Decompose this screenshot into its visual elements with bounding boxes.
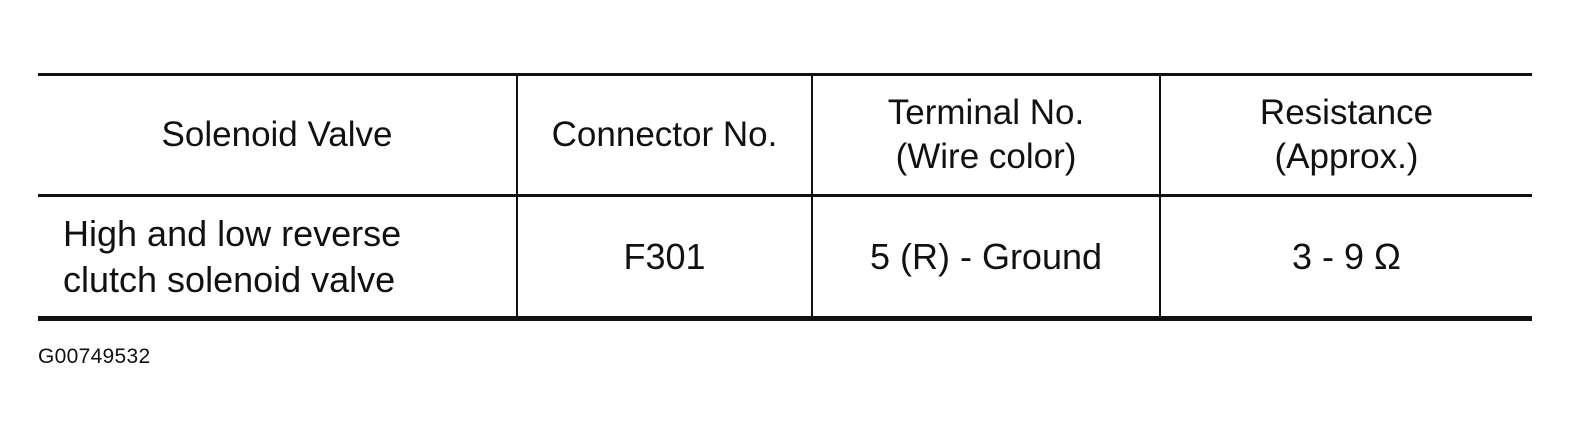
cell-terminal-no: 5 (R) - Ground xyxy=(811,195,1160,321)
header-connector-no: Connector No. xyxy=(516,73,812,197)
figure-code: G00749532 xyxy=(38,345,151,368)
table-row: High and low reverse clutch solenoid val… xyxy=(38,195,1532,321)
connector-no-value: F301 xyxy=(623,235,706,277)
cell-resistance: 3 - 9 Ω xyxy=(1159,195,1532,321)
header-resistance-label: Resistance (Approx.) xyxy=(1259,93,1434,176)
header-connector-no-label: Connector No. xyxy=(551,115,778,154)
cell-solenoid-valve: High and low reverse clutch solenoid val… xyxy=(38,195,517,321)
header-solenoid-valve-label: Solenoid Valve xyxy=(161,115,393,154)
header-solenoid-valve: Solenoid Valve xyxy=(38,73,517,197)
terminal-no-value: 5 (R) - Ground xyxy=(869,235,1103,277)
resistance-value: 3 - 9 Ω xyxy=(1292,235,1401,277)
cell-connector-no: F301 xyxy=(516,195,812,321)
table-header-row: Solenoid Valve Connector No. Terminal No… xyxy=(38,73,1532,197)
header-resistance: Resistance (Approx.) xyxy=(1159,73,1532,197)
header-terminal-no-label: Terminal No. (Wire color) xyxy=(887,93,1085,176)
solenoid-valve-value: High and low reverse clutch solenoid val… xyxy=(63,212,402,300)
header-terminal-no: Terminal No. (Wire color) xyxy=(811,73,1160,197)
solenoid-resistance-table: Solenoid Valve Connector No. Terminal No… xyxy=(38,73,1532,321)
